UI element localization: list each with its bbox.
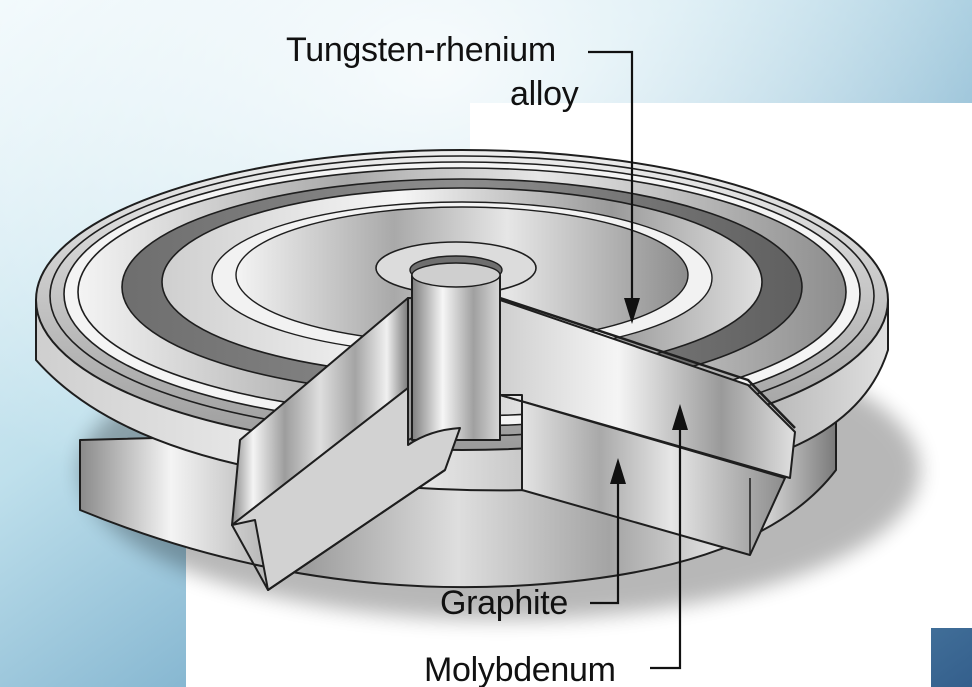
graphite-arrow (610, 458, 626, 484)
graphite-leader (590, 470, 620, 605)
label-alloy: alloy (510, 75, 579, 113)
center-stem (411, 274, 501, 441)
anode-disc (35, 149, 889, 591)
tungsten-arrow (624, 298, 640, 324)
right-graphite-block (499, 394, 786, 556)
right-molybdenum-face (499, 299, 796, 479)
tungsten-leader (588, 50, 634, 300)
label-tungsten-rhenium: Tungsten-rhenium (286, 31, 556, 69)
leader-lines (588, 50, 682, 670)
label-molybdenum: Molybdenum (424, 651, 616, 687)
molybdenum-leader (650, 418, 682, 670)
molybdenum-arrow (672, 404, 688, 430)
arrowheads (610, 298, 688, 484)
label-graphite: Graphite (440, 584, 569, 622)
